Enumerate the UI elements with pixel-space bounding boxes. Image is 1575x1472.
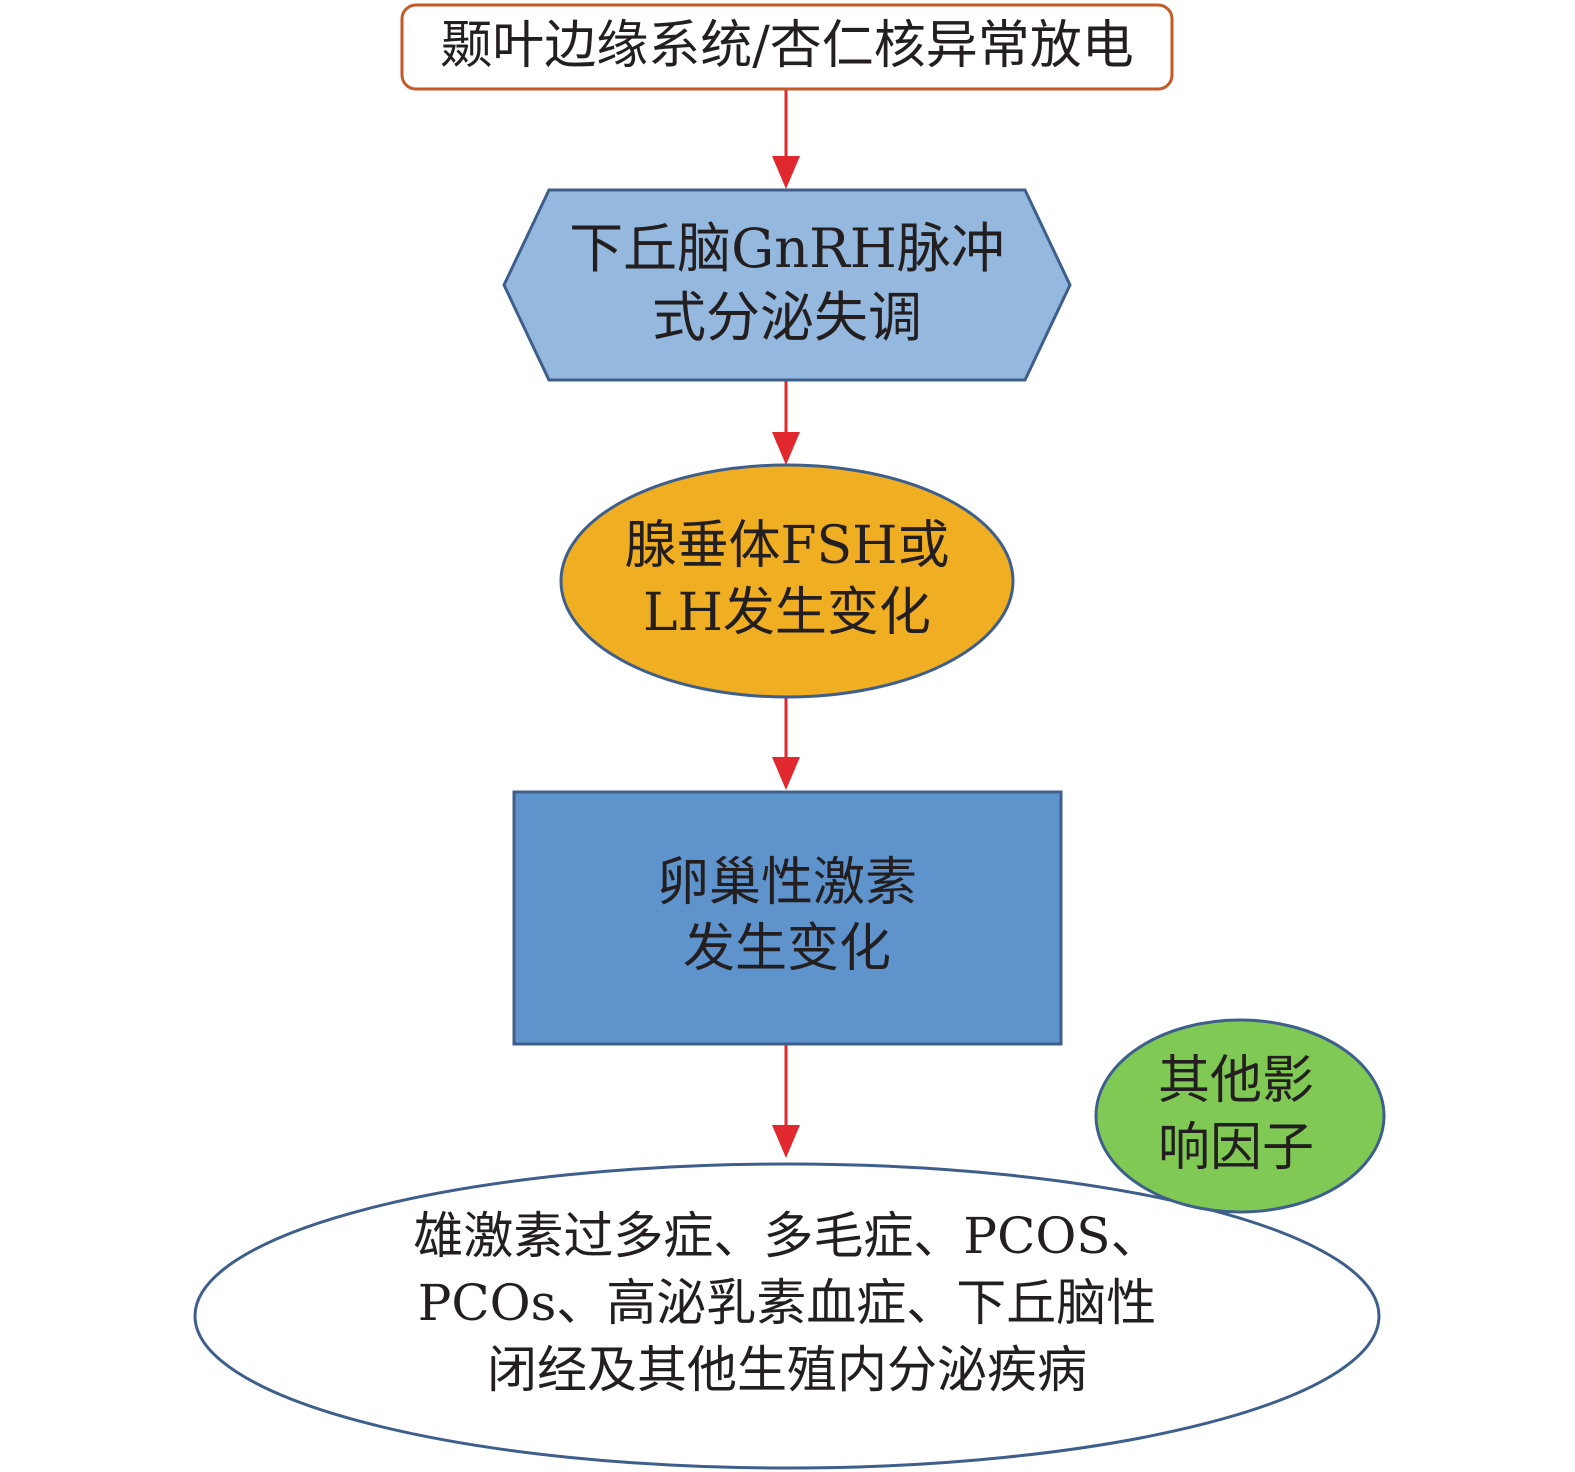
node-diseases-ellipse	[193, 1162, 1381, 1470]
node-hypothalamus-hexagon	[502, 188, 1072, 382]
node-other-factors-ellipse	[1094, 1018, 1386, 1214]
node-other-factors: 其他影 响因子	[1094, 1018, 1386, 1214]
node-pituitary-line-2: LH发生变化	[643, 583, 931, 643]
node-ovary-line-1: 卵巢性激素	[657, 853, 917, 913]
node-hypothalamus: 下丘脑GnRH脉冲 式分泌失调	[502, 188, 1072, 382]
arrowhead-2	[772, 432, 800, 465]
node-pituitary-line-1: 腺垂体FSH或	[624, 516, 949, 576]
node-diseases-line-3: 闭经及其他生殖内分泌疾病	[487, 1341, 1087, 1399]
connectors	[772, 89, 800, 1158]
arrowhead-3	[772, 757, 800, 790]
node-other-factors-line-2: 响因子	[1158, 1118, 1314, 1178]
node-diseases-line-1: 雄激素过多症、多毛症、PCOS、	[413, 1207, 1160, 1265]
node-temporal-label: 颞叶边缘系统/杏仁核异常放电	[440, 16, 1134, 76]
node-ovary: 卵巢性激素 发生变化	[512, 790, 1063, 1046]
arrowhead-4	[772, 1125, 800, 1158]
node-ovary-line-2: 发生变化	[683, 919, 891, 979]
node-other-factors-line-1: 其他影	[1158, 1051, 1314, 1111]
node-ovary-box	[512, 790, 1063, 1046]
node-diseases: 雄激素过多症、多毛症、PCOS、 PCOs、高泌乳素血症、下丘脑性 闭经及其他生…	[193, 1162, 1381, 1470]
node-temporal-limbic: 颞叶边缘系统/杏仁核异常放电	[400, 3, 1174, 91]
node-temporal-box	[400, 3, 1174, 91]
node-hypothalamus-line-2: 式分泌失调	[652, 286, 922, 349]
arrowhead-1	[772, 156, 800, 189]
node-hypothalamus-line-1: 下丘脑GnRH脉冲	[569, 217, 1005, 280]
node-pituitary: 腺垂体FSH或 LH发生变化	[559, 463, 1015, 699]
node-diseases-line-2: PCOs、高泌乳素血症、下丘脑性	[418, 1274, 1157, 1332]
node-pituitary-ellipse	[559, 463, 1015, 699]
